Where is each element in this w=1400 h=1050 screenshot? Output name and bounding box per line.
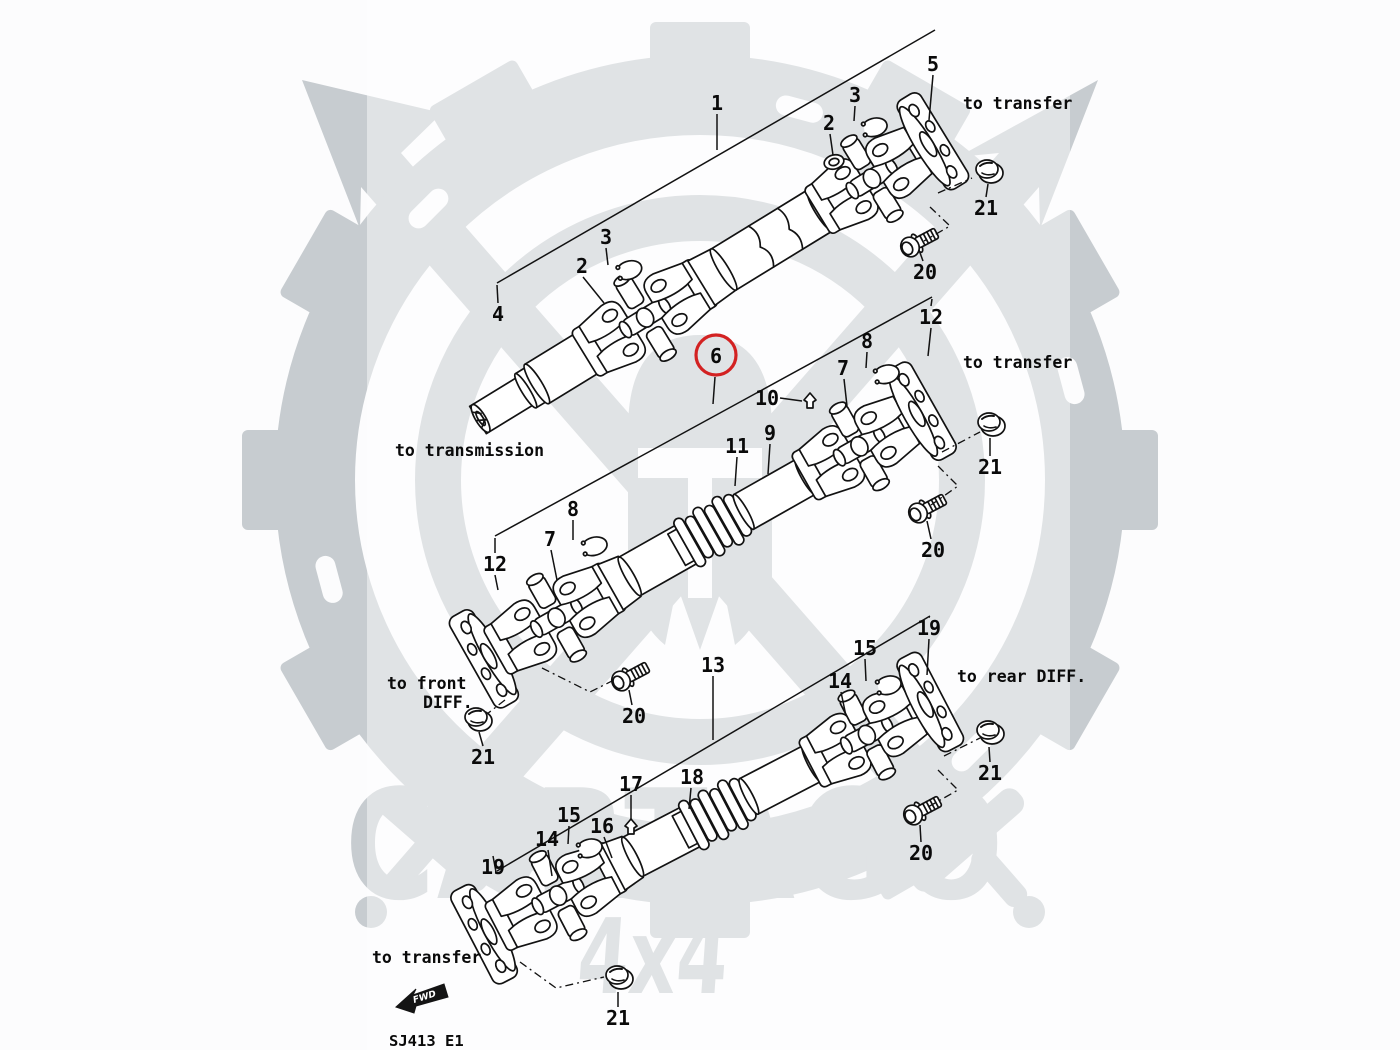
watermark-sub-text: 4x4 (574, 896, 733, 1018)
callout-leader-10 (779, 397, 803, 402)
bearing-race-part2 (823, 153, 845, 171)
part-callout-20[interactable]: 20 (921, 538, 945, 562)
part-callout-2[interactable]: 2 (576, 254, 588, 278)
slip-joint-boot (666, 493, 753, 568)
part-callout-8[interactable]: 8 (567, 497, 579, 521)
callout-leader-12 (494, 574, 499, 591)
part-callout-21[interactable]: 21 (978, 455, 1002, 479)
callout-leader-2 (582, 276, 605, 304)
annotation-text: to transfer (963, 353, 1072, 372)
callout-leader-20 (919, 824, 922, 843)
part-callout-2[interactable]: 2 (823, 111, 835, 135)
part-callout-20[interactable]: 20 (622, 704, 646, 728)
callout-leader-7 (550, 549, 558, 581)
part-callout-18[interactable]: 18 (680, 765, 704, 789)
callout-leader-4 (496, 284, 499, 304)
callout-leader-2 (829, 133, 834, 156)
part-callout-3[interactable]: 3 (849, 83, 861, 107)
callout-leader-15 (864, 658, 867, 682)
annotation-text: to transfer (963, 94, 1072, 113)
part-callout-12[interactable]: 12 (919, 305, 943, 329)
fastener-centerline-7 (943, 737, 981, 757)
part-callout-15[interactable]: 15 (557, 803, 581, 827)
callout-leader-19 (492, 855, 497, 873)
part-callout-19[interactable]: 19 (917, 616, 941, 640)
callout-leader-12 (930, 298, 933, 307)
part-callout-14[interactable]: 14 (535, 827, 559, 851)
part-callout-4[interactable]: 4 (492, 302, 504, 326)
callout-leader-7 (843, 378, 848, 407)
part-callout-16[interactable]: 16 (590, 814, 614, 838)
part-callout-11[interactable]: 11 (725, 434, 749, 458)
fastener-centerline-9 (519, 961, 605, 989)
callout-leader-20 (628, 689, 633, 706)
assembly-bracket-1 (496, 29, 936, 284)
gear-icon (242, 22, 1158, 938)
callout-leader-19 (926, 638, 930, 676)
callout-leader-3 (605, 247, 609, 266)
part-callout-9[interactable]: 9 (764, 421, 776, 445)
part-callout-1[interactable]: 1 (711, 91, 723, 115)
part-callout-5[interactable]: 5 (927, 52, 939, 76)
callout-leader-14 (547, 849, 553, 877)
shaft-assembly-middle (445, 358, 960, 712)
assembly-bracket-2 (494, 296, 933, 537)
part-callout-12[interactable]: 12 (483, 552, 507, 576)
callout-leader-18 (688, 787, 692, 810)
part-callout-21[interactable]: 21 (978, 761, 1002, 785)
part-callout-15[interactable]: 15 (853, 636, 877, 660)
annotation-text: to rear DIFF. (957, 667, 1086, 686)
drawing-code: SJ413 E1 (389, 1032, 464, 1050)
part-callout-21[interactable]: 21 (606, 1006, 630, 1030)
callout-leader-15 (567, 825, 570, 845)
part-callout-21[interactable]: 21 (471, 745, 495, 769)
callout-leader-21 (478, 731, 484, 747)
shaft-assembly-rear (447, 648, 968, 988)
part-callout-14[interactable]: 14 (828, 669, 852, 693)
callout-leader-11 (734, 456, 738, 487)
part-callout-21[interactable]: 21 (974, 196, 998, 220)
annotation-text: to front (387, 674, 466, 693)
shaft-assembly-upper (468, 89, 973, 435)
callout-leader-20 (926, 520, 932, 540)
callout-leader-6 (712, 376, 716, 405)
part-callout-17[interactable]: 17 (619, 772, 643, 796)
callout-leader-20 (918, 249, 924, 262)
part-callout-3[interactable]: 3 (600, 225, 612, 249)
part-callout-20[interactable]: 20 (913, 260, 937, 284)
fastener-centerline-1 (937, 177, 973, 194)
part-callout-13[interactable]: 13 (701, 653, 725, 677)
part-callout-7[interactable]: 7 (837, 356, 849, 380)
annotation-text: to transfer (372, 948, 481, 967)
fastener-centerline-3 (941, 431, 981, 453)
part-callout-6-highlight[interactable] (694, 333, 738, 377)
callout-leader-9 (767, 443, 771, 475)
part-callout-19[interactable]: 19 (481, 855, 505, 879)
callout-leader-21 (985, 183, 989, 198)
part-callout-6[interactable]: 6 (710, 344, 722, 368)
callout-leader-5 (928, 74, 934, 121)
fastener-centerline-5 (486, 699, 506, 715)
callout-leader-3 (853, 105, 856, 122)
callout-leader-14 (840, 691, 847, 717)
callout-leader-12 (927, 327, 932, 357)
callout-leader-16 (603, 836, 613, 859)
annotation-text: DIFF. (423, 693, 473, 712)
part-callout-7[interactable]: 7 (544, 527, 556, 551)
fwd-arrow-icon: FWD (395, 983, 449, 1014)
callout-leader-8 (865, 351, 868, 369)
annotation-text: to transmission (395, 441, 544, 460)
part-callout-8[interactable]: 8 (861, 329, 873, 353)
slip-joint-boot (671, 777, 757, 851)
part-callout-10[interactable]: 10 (755, 386, 779, 410)
part-callout-20[interactable]: 20 (909, 841, 933, 865)
callout-leader-21 (988, 746, 991, 763)
